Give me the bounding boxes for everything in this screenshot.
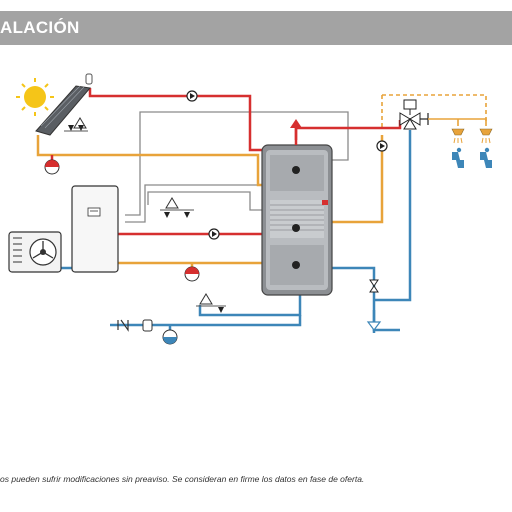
safety-valve-icon (160, 197, 194, 218)
safety-valve-icon (196, 293, 226, 313)
dhw-recirculation-dashed (381, 94, 487, 128)
solar-panel-icon (35, 73, 93, 136)
pump-icon (208, 228, 220, 240)
footnote: os pueden sufrir modificaciones sin prea… (0, 474, 365, 484)
heat-pump-fan-icon (8, 231, 62, 273)
boiler-icon (71, 185, 119, 273)
hot-outlet-arrow (290, 119, 302, 145)
control-lines (125, 111, 349, 223)
filter-icon (142, 319, 153, 332)
header-bar (0, 11, 512, 45)
expansion-vessel-icon (162, 329, 178, 345)
check-valve-icon (369, 279, 379, 293)
pump-icon (376, 140, 388, 152)
solar-safety-group (64, 117, 88, 132)
faucet-icon (452, 147, 464, 168)
three-way-valve-icon (399, 99, 429, 130)
buffer-tank-icon (261, 144, 333, 296)
shower-icon (479, 128, 493, 144)
drain-funnel (366, 321, 382, 331)
expansion-vessel-icon (44, 159, 60, 175)
check-valve-icon (117, 319, 129, 332)
shower-icon (451, 128, 465, 144)
pump-icon (186, 90, 198, 102)
page-title: ALACIÓN (0, 18, 80, 37)
dhw-supply-pipe (428, 118, 487, 126)
installation-diagram (8, 73, 493, 345)
faucet-icon (480, 147, 492, 168)
expansion-vessel-icon (184, 266, 200, 282)
sun-icon (16, 78, 54, 116)
